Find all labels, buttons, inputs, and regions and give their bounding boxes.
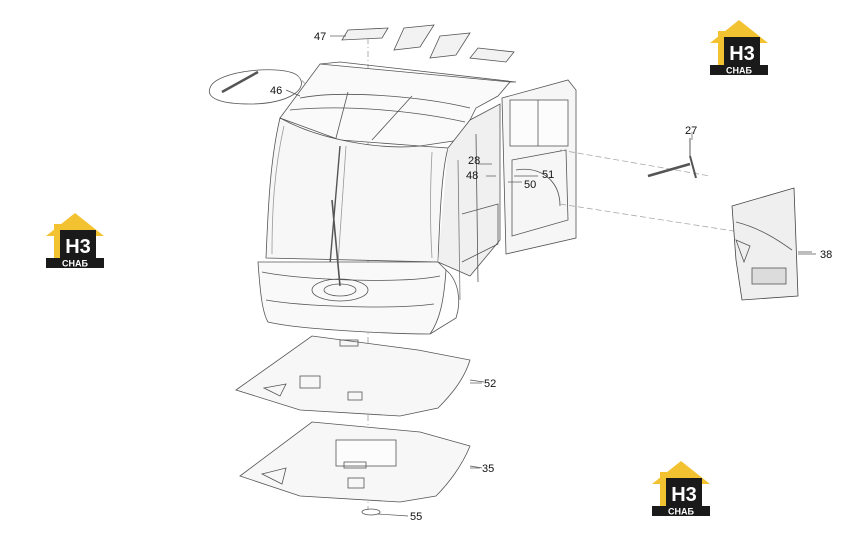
brand-logo-bottom-right: H3 СНАБ [650,458,712,516]
callout-27: 27 [685,125,697,137]
svg-text:H3: H3 [671,484,697,506]
part-55-grommet [361,508,381,516]
callout-51: 51 [542,169,554,181]
roof-panels [341,24,515,63]
callout-leaders [285,35,816,517]
callout-52: 52 [484,378,496,390]
svg-text:СНАБ: СНАБ [726,66,752,76]
svg-text:СНАБ: СНАБ [62,259,88,269]
floor-plate-52 [235,335,485,417]
callout-48: 48 [466,170,478,182]
callout-47: 47 [314,31,326,43]
part-38-door-panel [731,187,812,301]
callout-50: 50 [524,179,536,191]
callout-labels: 47 46 27 28 48 51 50 38 52 35 55 [270,31,832,523]
callout-46: 46 [270,85,282,97]
cab-roof [279,61,517,147]
callout-35: 35 [482,463,494,475]
open-door [501,79,577,255]
svg-text:H3: H3 [65,236,91,258]
brand-logo-left: H3 СНАБ [44,210,106,268]
svg-text:H3: H3 [729,43,755,65]
floor-plate-35 [239,421,483,503]
part-27-handle [647,138,697,179]
callout-28: 28 [468,155,480,167]
callout-38: 38 [820,249,832,261]
svg-text:СНАБ: СНАБ [668,507,694,517]
callout-55: 55 [410,511,422,523]
brand-logo-top-right: H3 СНАБ [708,17,770,75]
cab-body [257,103,501,335]
